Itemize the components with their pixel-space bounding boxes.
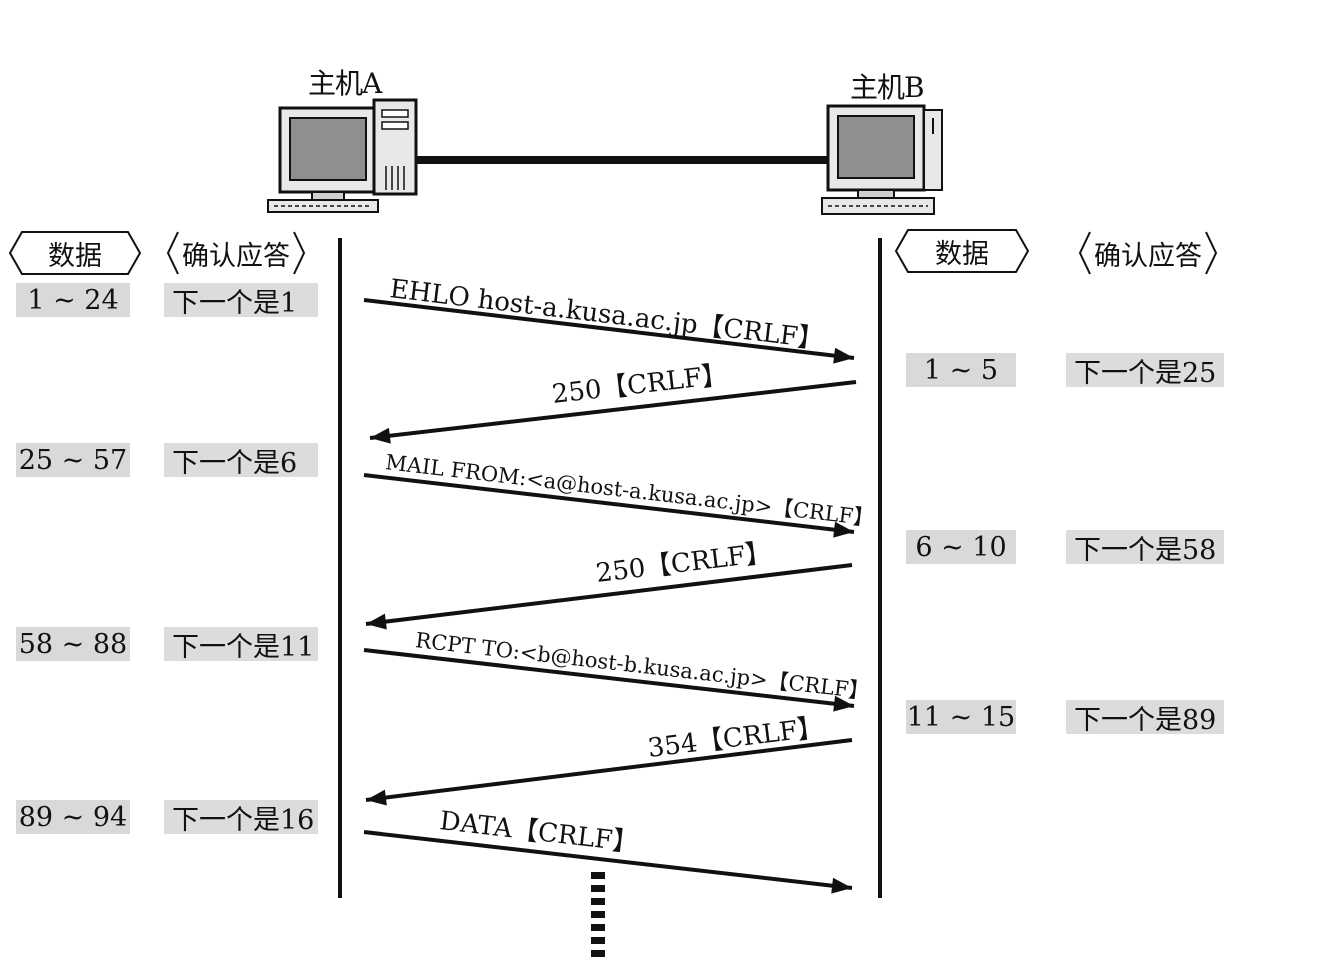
arrow-head xyxy=(366,790,387,806)
host-a-ack-header: 确认应答 xyxy=(166,230,306,276)
host-b-ack-header: 确认应答 xyxy=(1078,230,1218,276)
arrow-head xyxy=(366,614,387,630)
